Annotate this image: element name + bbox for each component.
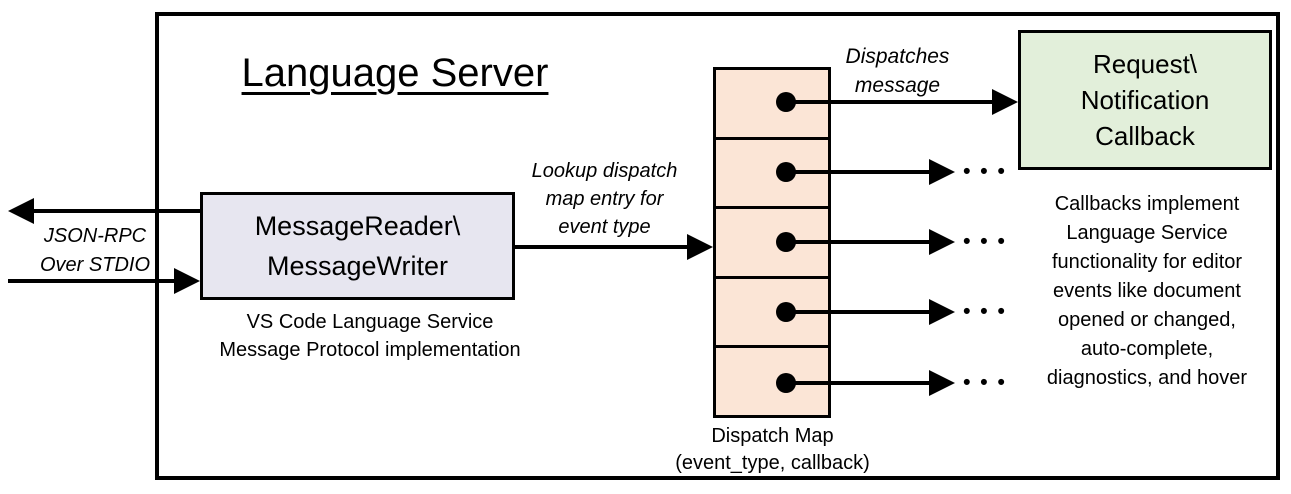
dispatch-cell [716,348,828,415]
dispatch-map-caption: Dispatch Map (event_type, callback) [675,425,870,474]
message-reader-writer-label: MessageReader\ MessageWriter [254,211,461,281]
language-server-boundary [155,12,1280,480]
message-reader-writer-box: MessageReader\ MessageWriter [200,192,515,300]
ellipsis-row-5: • • • [963,371,1007,394]
page-title: Language Server [241,51,549,95]
callbacks-note: Callbacks implement Language Service fun… [1046,193,1248,389]
dispatch-map [713,67,831,418]
dispatches-message-label: Dispatches message [845,45,950,97]
request-notification-callback-box: Request\ Notification Callback [1018,30,1272,170]
dispatch-cell [716,209,828,279]
ellipsis-row-3: • • • [963,230,1007,253]
json-rpc-stdio-label: JSON-RPC Over STDIO [39,225,150,276]
callback-box-label: Request\ Notification Callback [1080,49,1210,151]
dispatch-cell [716,140,828,210]
dispatch-cell [716,279,828,349]
dispatch-cell [716,70,828,140]
message-box-caption: VS Code Language Service Message Protoco… [219,311,521,361]
ellipsis-row-4: • • • [963,300,1007,323]
ellipsis-row-2: • • • [963,160,1007,183]
lookup-dispatch-label: Lookup dispatch map entry for event type [531,160,678,238]
